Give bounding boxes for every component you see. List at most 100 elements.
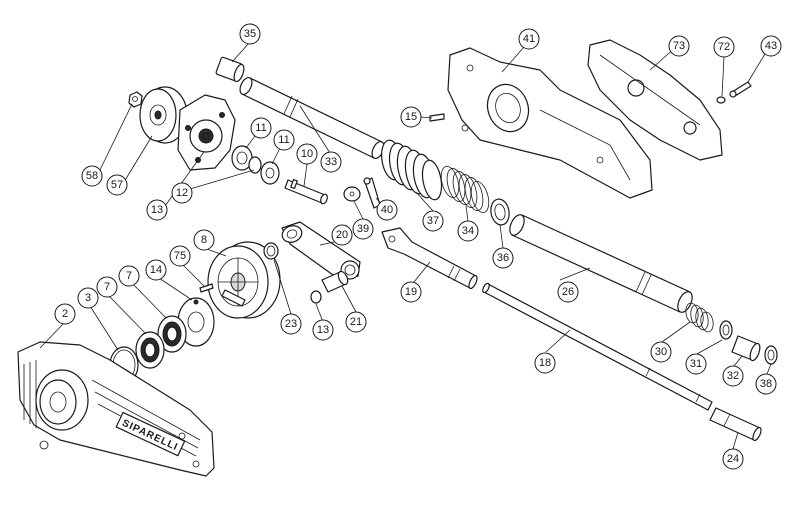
part-57-flywheel <box>139 86 188 144</box>
callout-40: 40 <box>376 199 398 221</box>
callout-14: 14 <box>145 259 167 281</box>
callout-33: 33 <box>320 151 342 173</box>
callout-34: 34 <box>457 220 479 242</box>
callout-8: 8 <box>193 229 215 251</box>
svg-text:13: 13 <box>317 324 329 336</box>
part-21-pin <box>321 270 349 293</box>
callout-36: 36 <box>492 247 514 269</box>
part-18-rod <box>482 282 713 411</box>
svg-text:32: 32 <box>727 370 739 382</box>
svg-text:11: 11 <box>278 134 289 146</box>
part-20-connecting-rod <box>281 221 361 281</box>
callout-72: 72 <box>713 36 735 58</box>
svg-text:37: 37 <box>427 215 439 227</box>
svg-text:3: 3 <box>85 292 91 304</box>
svg-text:58: 58 <box>86 170 98 182</box>
callout-7-b: 7 <box>96 276 118 298</box>
svg-text:10: 10 <box>301 148 313 160</box>
callout-57: 57 <box>106 174 128 196</box>
part-40-bolt <box>363 177 381 209</box>
part-73-cover <box>587 39 723 161</box>
svg-text:24: 24 <box>727 453 739 465</box>
part-39-washer <box>343 186 361 202</box>
callout-58: 58 <box>81 165 103 187</box>
part-34-spring <box>440 166 490 213</box>
callout-73: 73 <box>668 35 690 57</box>
svg-text:72: 72 <box>718 41 730 53</box>
part-35-bushing <box>215 56 245 83</box>
part-31-washer <box>719 320 733 340</box>
part-12-seal <box>248 156 262 174</box>
svg-text:39: 39 <box>357 223 369 235</box>
callout-32: 32 <box>722 365 744 387</box>
part-19-fork-shaft <box>381 227 478 290</box>
svg-text:7: 7 <box>104 281 110 293</box>
svg-text:13: 13 <box>151 204 163 216</box>
svg-text:26: 26 <box>562 286 574 298</box>
callout-75: 75 <box>169 245 191 267</box>
callout-12: 12 <box>171 182 193 204</box>
part-58-nut <box>128 91 143 108</box>
callout-7-a: 7 <box>118 265 140 287</box>
part-41-side-plate <box>447 47 653 199</box>
part-36-ring <box>490 198 510 226</box>
callout-11-b: 11 <box>273 129 295 151</box>
callout-43: 43 <box>760 35 782 57</box>
leader-lines <box>39 41 772 450</box>
callout-38: 38 <box>755 373 777 395</box>
part-26-tube <box>509 214 693 313</box>
callout-13-b: 13 <box>312 319 334 341</box>
part-32-bushing <box>731 335 761 362</box>
callout-30: 30 <box>650 341 672 363</box>
part-23-ring <box>263 242 279 260</box>
callout-39: 39 <box>352 218 374 240</box>
part-15-pin <box>429 113 445 122</box>
callout-2: 2 <box>54 303 76 325</box>
svg-text:14: 14 <box>150 264 162 276</box>
part-75-pin <box>199 283 214 293</box>
part-37-bellows <box>380 139 443 201</box>
part-11-ring-b <box>260 161 280 185</box>
part-72-washer <box>716 96 726 104</box>
part-43-screw <box>729 81 752 98</box>
svg-text:7: 7 <box>126 270 132 282</box>
callout-35: 35 <box>239 23 261 45</box>
callout-15: 15 <box>400 106 422 128</box>
callout-19: 19 <box>400 281 422 303</box>
svg-text:21: 21 <box>350 316 362 328</box>
svg-text:23: 23 <box>285 318 297 330</box>
svg-text:41: 41 <box>523 33 535 45</box>
svg-text:34: 34 <box>462 225 474 237</box>
svg-text:19: 19 <box>405 286 417 298</box>
callout-26: 26 <box>557 281 579 303</box>
callout-31: 31 <box>685 353 707 375</box>
callout-10: 10 <box>296 143 318 165</box>
svg-text:2: 2 <box>62 308 68 320</box>
svg-text:75: 75 <box>174 250 186 262</box>
svg-text:31: 31 <box>690 358 702 370</box>
callout-37: 37 <box>422 210 444 232</box>
svg-text:33: 33 <box>325 156 337 168</box>
svg-text:20: 20 <box>336 229 348 241</box>
part-24-end-shaft <box>709 407 762 442</box>
callout-3: 3 <box>77 287 99 309</box>
svg-text:40: 40 <box>381 204 393 216</box>
callout-21: 21 <box>345 311 367 333</box>
callout-11-a: 11 <box>250 117 272 139</box>
svg-text:12: 12 <box>176 187 188 199</box>
svg-text:30: 30 <box>655 346 667 358</box>
svg-text:15: 15 <box>405 111 417 123</box>
svg-text:38: 38 <box>760 378 772 390</box>
part-7-bearing-a <box>157 315 187 353</box>
svg-text:36: 36 <box>497 252 509 264</box>
callout-18: 18 <box>534 352 556 374</box>
svg-text:57: 57 <box>111 179 123 191</box>
svg-text:73: 73 <box>673 40 685 52</box>
svg-text:43: 43 <box>765 40 777 52</box>
part-13-small-ring <box>310 290 322 304</box>
callout-24: 24 <box>722 448 744 470</box>
part-10-shaft <box>284 178 328 205</box>
svg-text:11: 11 <box>255 122 266 134</box>
part-7-bearing-b <box>135 331 165 369</box>
